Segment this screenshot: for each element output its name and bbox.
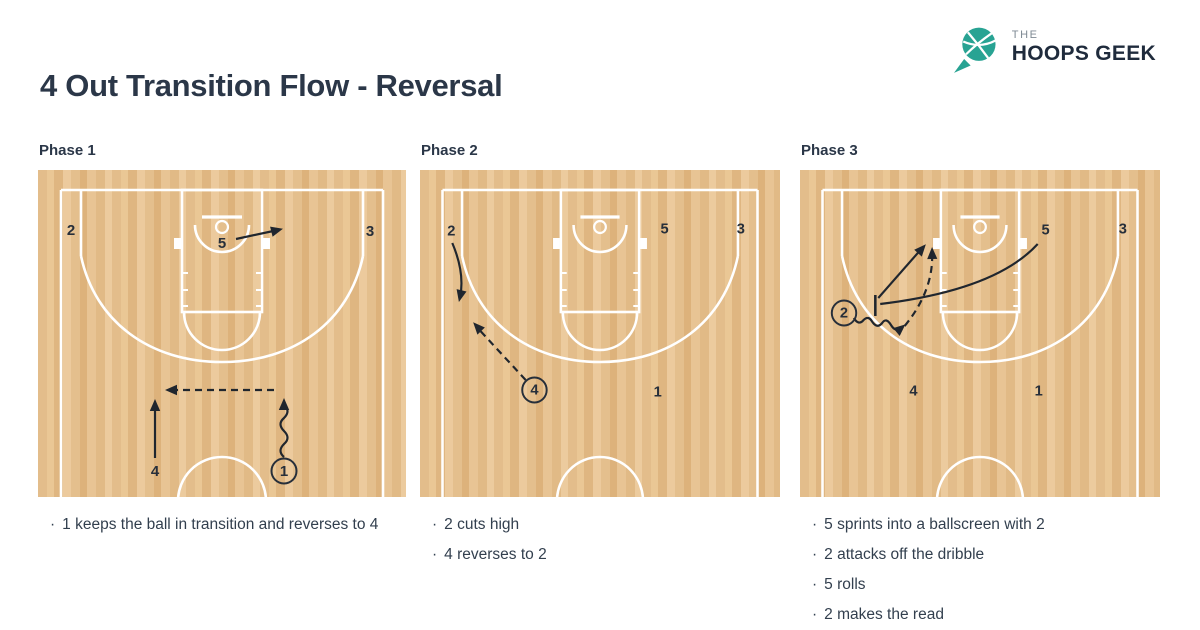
court-svg: 2 5 3 4 1	[820, 188, 1140, 497]
logo-the: THE	[1011, 29, 1039, 41]
logo-wordmark: THE HOOPS GEEK	[1012, 29, 1156, 65]
player-4-marker: 4	[151, 463, 160, 480]
phase-section-3: Phase 3 2 5 3 4 1 ·5 sprints into a ballscre…	[800, 142, 1160, 630]
page-title: 4 Out Transition Flow - Reversal	[40, 68, 503, 103]
bullet-item: ·2 cuts high	[432, 516, 520, 533]
player-5-marker: 5	[660, 221, 668, 237]
court-diagram-phase-3: 2 5 3 4 1	[800, 170, 1160, 497]
player-2-marker: 2	[447, 223, 455, 239]
player-2-marker: 2	[840, 305, 848, 321]
dashed-action-line	[475, 326, 527, 381]
solid-action-line	[877, 248, 923, 299]
arrowhead	[914, 244, 926, 257]
solid-action-line	[235, 228, 279, 241]
hoops-geek-logo: THE HOOPS GEEK	[953, 20, 1156, 74]
bullet-item: ·2 makes the read	[812, 606, 944, 623]
arrowhead	[473, 322, 485, 335]
player-5-marker: 5	[1041, 222, 1049, 238]
player-4-marker: 4	[530, 382, 539, 398]
court-svg: 2 3 5 4 1	[59, 188, 385, 497]
phase-label: Phase 3	[801, 142, 858, 159]
player-1-marker: 1	[280, 463, 288, 480]
player-4-marker: 4	[909, 383, 918, 399]
arrowhead	[149, 399, 161, 411]
bullet-item: ·5 sprints into a ballscreen with 2	[812, 516, 1045, 533]
court-diagram-phase-1: 2 3 5 4 1	[38, 170, 406, 497]
arrowhead	[278, 398, 290, 410]
phase-section-1: Phase 1	[38, 142, 406, 540]
dashed-action-line	[903, 251, 934, 327]
player-1-ball-circle	[270, 457, 298, 485]
player-2-marker: 2	[67, 222, 75, 239]
arrowhead	[893, 324, 906, 337]
phase-notes: ·1 keeps the ball in transition and reve…	[38, 510, 402, 540]
player-4-ball-circle	[521, 376, 548, 404]
arrowhead	[927, 247, 938, 260]
player-1-marker: 1	[1035, 383, 1043, 399]
arrowhead	[456, 289, 467, 302]
phase-label: Phase 2	[421, 142, 478, 159]
player-3-marker: 3	[1119, 221, 1127, 237]
arrowhead	[165, 384, 177, 396]
phase-section-2: Phase 2 2 5 3 4 1 ·2 cuts high ·4 reverses to…	[420, 142, 780, 570]
bullet-item: ·5 rolls	[812, 576, 866, 593]
player-5-marker: 5	[218, 235, 226, 252]
phase-notes: ·5 sprints into a ballscreen with 2 ·2 at…	[800, 510, 1160, 630]
dribble-action-line	[279, 403, 289, 458]
player-3-marker: 3	[366, 223, 374, 240]
phase-label: Phase 1	[39, 142, 96, 159]
dribble-action-line	[852, 316, 902, 331]
screen-action-line	[880, 243, 1039, 306]
phase-notes: ·2 cuts high ·4 reverses to 2	[420, 510, 780, 570]
player-2-ball-circle	[830, 299, 858, 327]
solid-action-line	[451, 242, 463, 298]
bullet-item: ·1 keeps the ball in transition and reve…	[50, 516, 379, 533]
arrowhead	[270, 226, 283, 237]
logo-name: HOOPS GEEK	[1011, 42, 1156, 65]
player-1-marker: 1	[654, 384, 662, 400]
bullet-item: ·2 attacks off the dribble	[812, 546, 985, 563]
basketball-swoosh-icon	[953, 27, 996, 73]
player-3-marker: 3	[737, 221, 745, 237]
court-diagram-phase-2: 2 5 3 4 1	[420, 170, 780, 497]
court-svg: 2 5 3 4 1	[440, 188, 760, 497]
bullet-item: ·4 reverses to 2	[432, 546, 547, 563]
